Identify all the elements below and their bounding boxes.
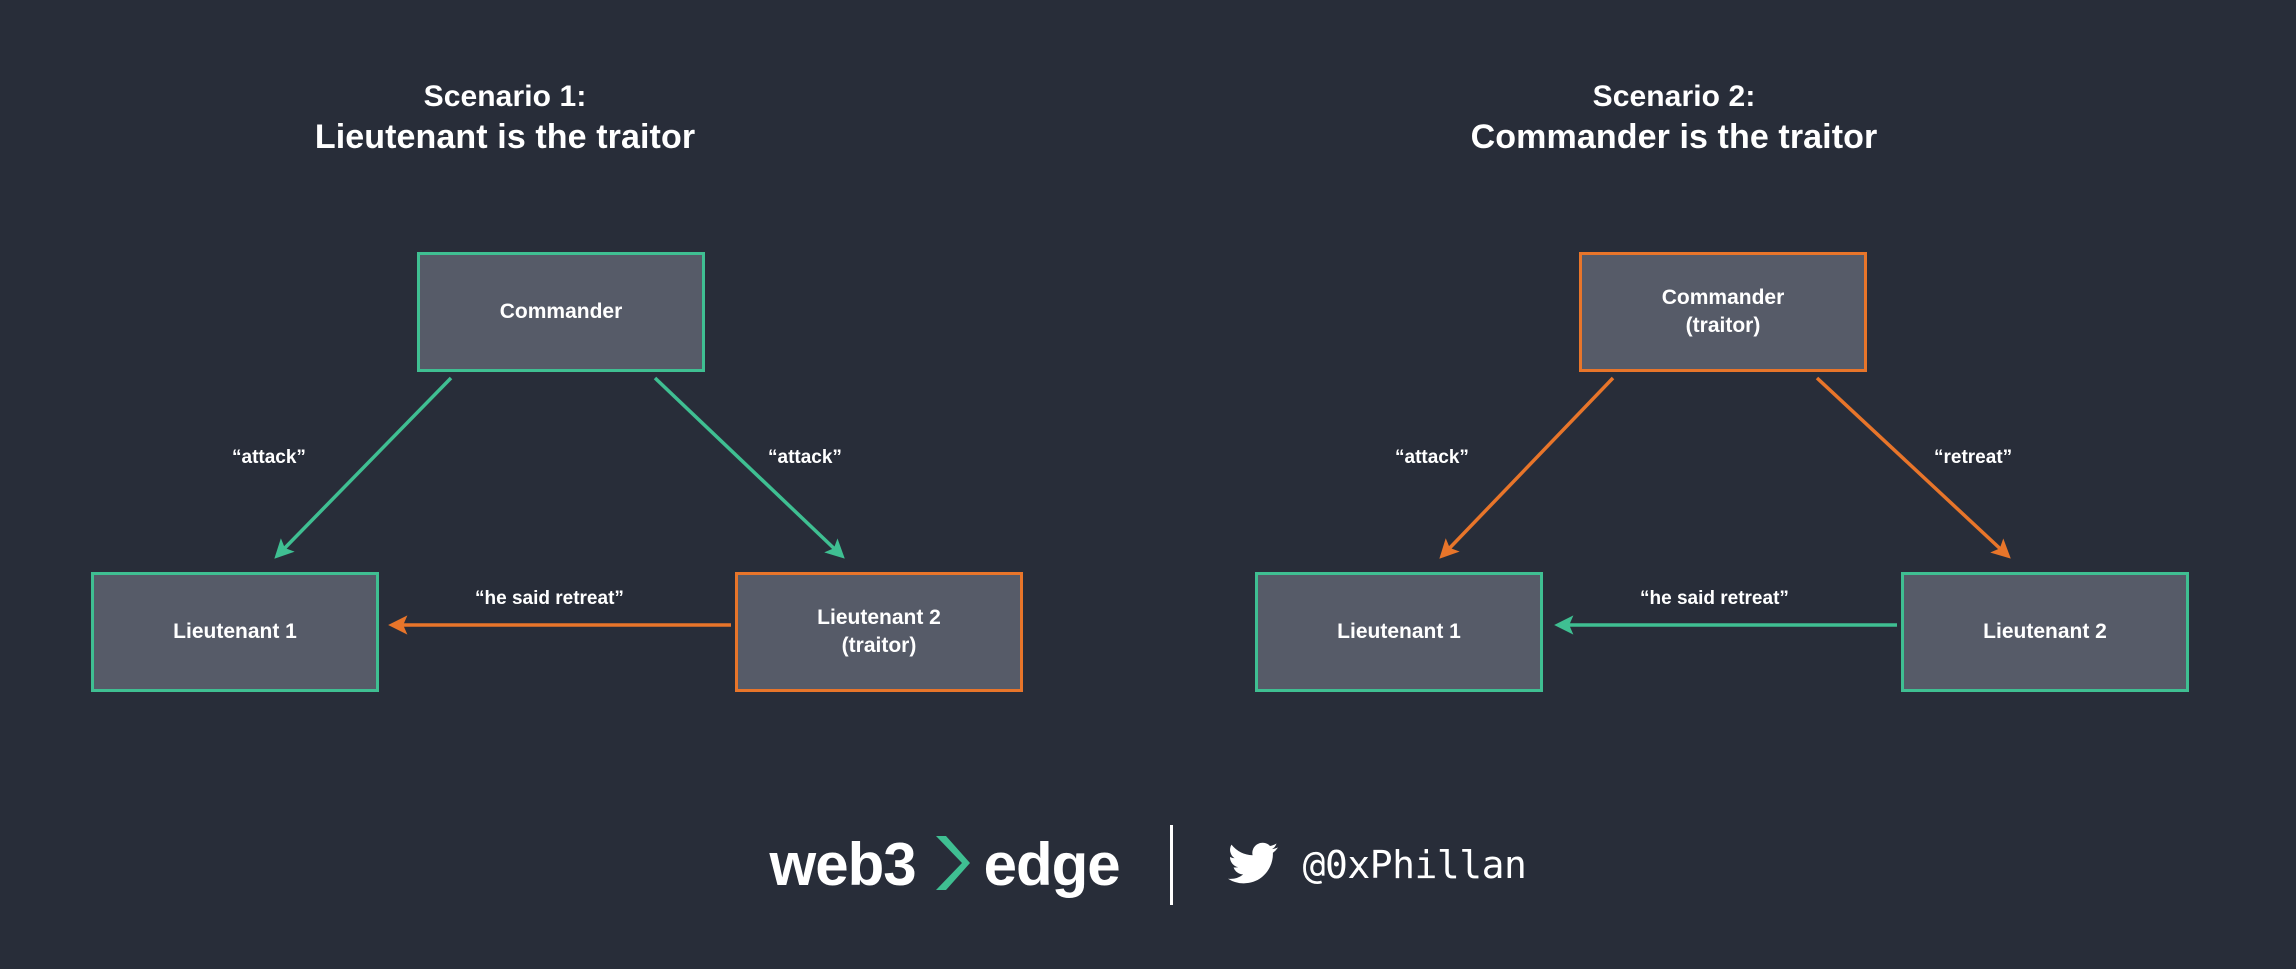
- brand-word-edge: edge: [983, 831, 1121, 898]
- scenario-1-title-line1: Scenario 1:: [423, 80, 587, 113]
- s1-node-lieutenant-2[interactable]: Lieutenant 2 (traitor): [735, 572, 1023, 692]
- s1-edge-label-commander-to-lt1: “attack”: [232, 447, 306, 468]
- s1-node-lieutenant-1[interactable]: Lieutenant 1: [91, 572, 379, 692]
- footer: web3 edge @0xPhillan: [0, 805, 2296, 925]
- s1-node-commander[interactable]: Commander: [417, 252, 705, 372]
- s2-edge-label-lt2-to-lt1: “he said retreat”: [1640, 588, 1789, 609]
- brand-logo: web3 edge: [769, 831, 1121, 898]
- s2-node-lieutenant-1-label: Lieutenant 1: [1337, 619, 1461, 643]
- s2-edge-label-commander-to-lt1: “attack”: [1395, 447, 1469, 468]
- social-handle-group[interactable]: @0xPhillan: [1223, 838, 1527, 893]
- s1-edge-label-lt2-to-lt1: “he said retreat”: [475, 588, 624, 609]
- s1-node-lieutenant-1-label: Lieutenant 1: [173, 619, 297, 643]
- s2-node-lieutenant-2[interactable]: Lieutenant 2: [1901, 572, 2189, 692]
- chevron-right-icon: [930, 832, 970, 898]
- s2-node-lieutenant-2-label: Lieutenant 2: [1983, 619, 2107, 643]
- footer-divider: [1169, 825, 1173, 905]
- s2-node-commander[interactable]: Commander (traitor): [1579, 252, 1867, 372]
- scenario-2-title-line2: Commander is the traitor: [1470, 118, 1878, 157]
- twitter-handle[interactable]: @0xPhillan: [1302, 843, 1527, 887]
- scenario-1-title-line2: Lieutenant is the traitor: [314, 118, 696, 157]
- s2-node-commander-label: Commander (traitor): [1661, 285, 1785, 337]
- s2-node-lieutenant-1[interactable]: Lieutenant 1: [1255, 572, 1543, 692]
- twitter-bird-icon[interactable]: [1223, 838, 1283, 893]
- scenario-2-title: Scenario 2: Commander is the traitor: [1424, 78, 1924, 160]
- s1-node-commander-label: Commander: [499, 299, 623, 323]
- scenario-1-title: Scenario 1: Lieutenant is the traitor: [255, 78, 755, 160]
- scenario-2-title-line1: Scenario 2:: [1592, 80, 1756, 113]
- brand-word-web3: web3: [769, 831, 917, 898]
- s1-node-lieutenant-2-label: Lieutenant 2 (traitor): [817, 605, 941, 657]
- s2-edge-label-commander-to-lt2: “retreat”: [1934, 447, 2013, 468]
- s1-edge-label-commander-to-lt2: “attack”: [768, 447, 842, 468]
